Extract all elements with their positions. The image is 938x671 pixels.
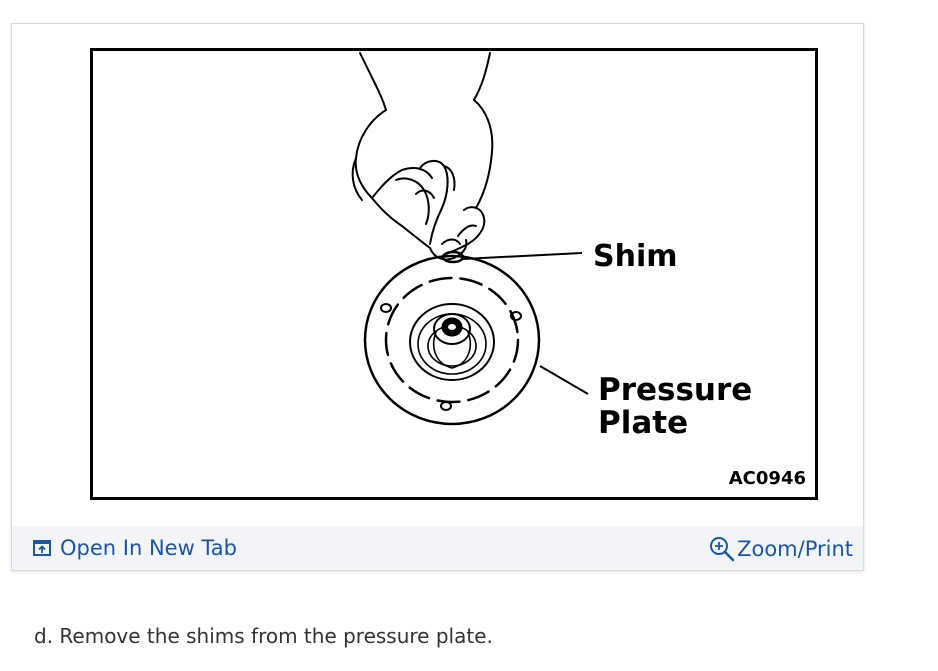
pressure-plate-illustration (363, 254, 541, 426)
open-in-new-tab-label: Open In New Tab (60, 536, 237, 560)
plate-callout: Plate (598, 405, 688, 441)
zoom-print-label: Zoom/Print (737, 537, 853, 561)
pressure-plate-diagram: Shim Pressure Plate AC0946 (90, 48, 818, 500)
figure-card: Shim Pressure Plate AC0946 Open In New T… (11, 23, 864, 571)
shim-leader-line (462, 252, 583, 260)
shim-callout: Shim (593, 239, 678, 274)
pressure-callout: Pressure (598, 372, 752, 408)
zoom-in-icon (710, 537, 735, 562)
diagram-frame (90, 48, 818, 500)
step-instruction: d. Remove the shims from the pressure pl… (34, 624, 493, 648)
open-in-new-tab-icon (33, 540, 51, 556)
figure-code: AC0946 (729, 468, 806, 489)
figure-toolbar: Open In New Tab Zoom/Print (12, 526, 863, 570)
figure-area: Shim Pressure Plate AC0946 (12, 24, 863, 526)
hand-illustration (351, 52, 494, 261)
pressure-plate-leader-line (539, 365, 589, 395)
zoom-print-button[interactable]: Zoom/Print (709, 536, 853, 562)
open-in-new-tab-button[interactable]: Open In New Tab (32, 536, 237, 560)
